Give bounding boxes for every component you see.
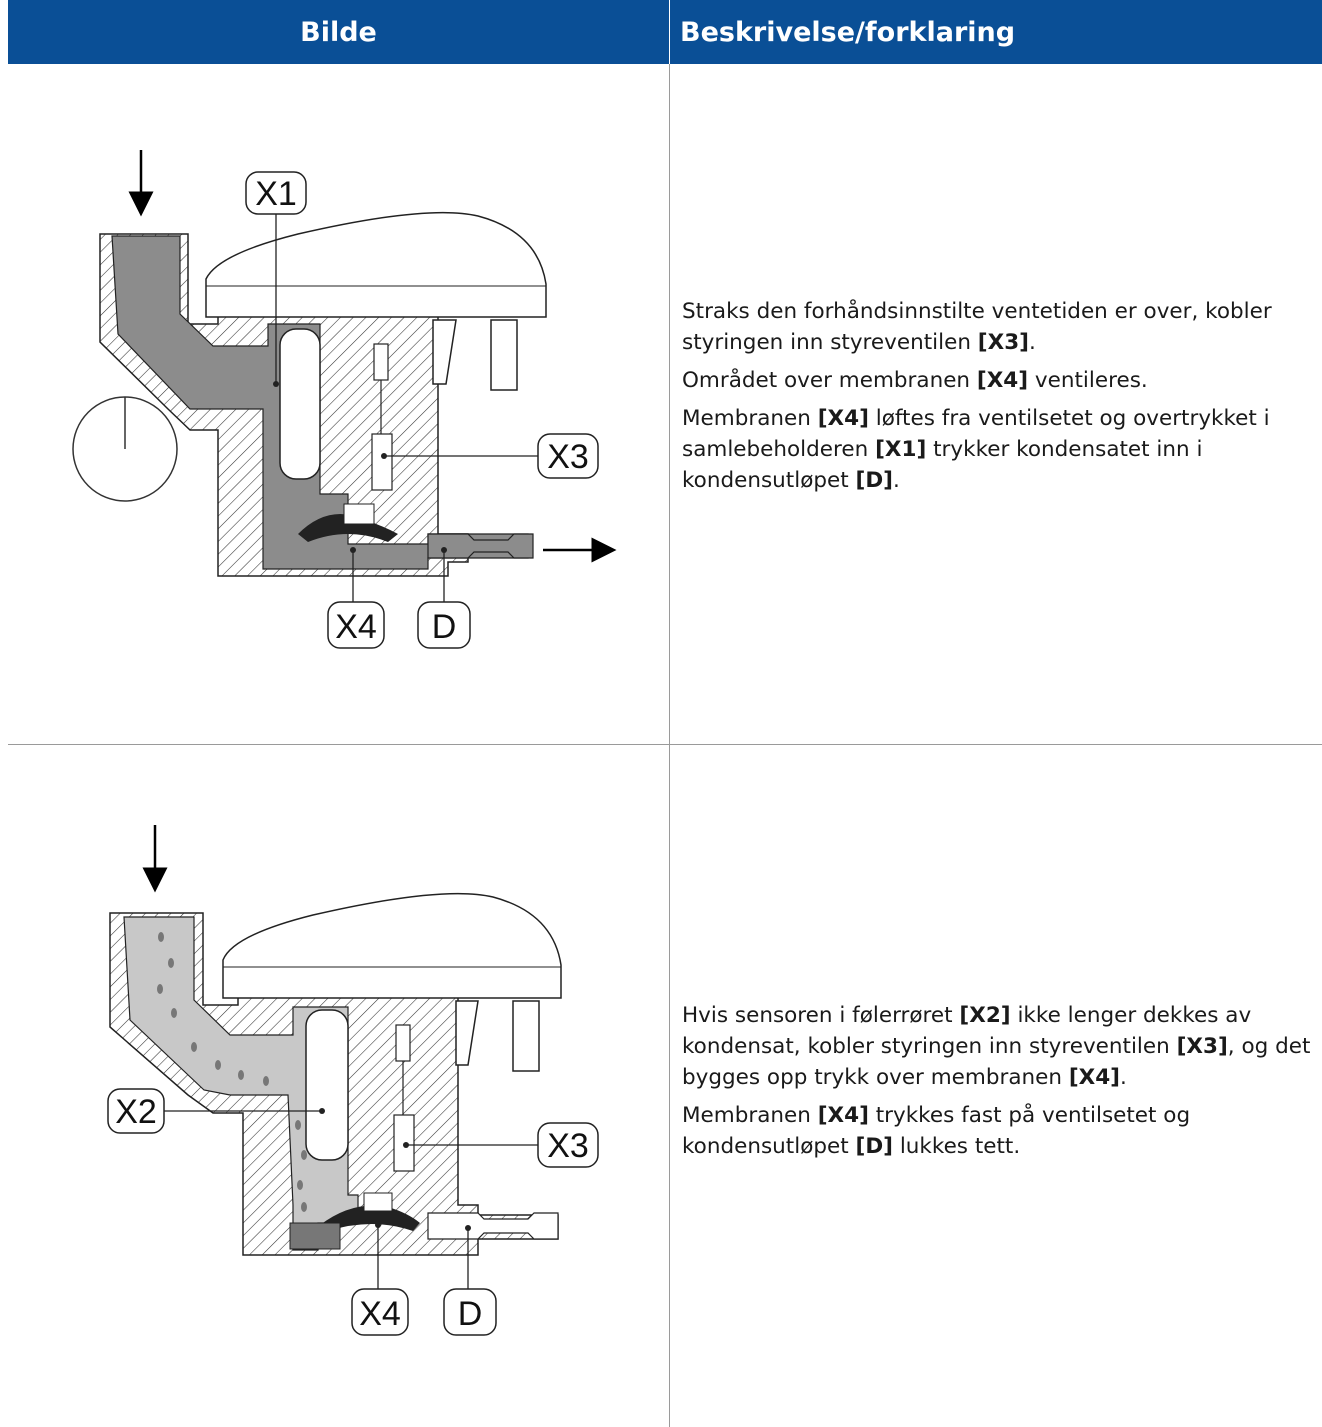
header-separator bbox=[669, 0, 670, 64]
label-x4: X4 bbox=[327, 601, 385, 649]
timer-icon bbox=[72, 396, 178, 502]
row-divider bbox=[8, 744, 1322, 745]
row2-description: Hvis sensoren i følerrøret [X2] ikke len… bbox=[682, 1000, 1322, 1169]
svg-text:X4: X4 bbox=[335, 608, 377, 646]
svg-text:X4: X4 bbox=[359, 1295, 401, 1333]
svg-text:X1: X1 bbox=[255, 175, 297, 213]
svg-text:X3: X3 bbox=[547, 1127, 589, 1165]
description-table: Bilde Beskrivelse/forklaring bbox=[8, 0, 1322, 1427]
header-beskrivelse: Beskrivelse/forklaring bbox=[670, 0, 1322, 64]
svg-text:X2: X2 bbox=[115, 1093, 157, 1131]
label-x3: X3 bbox=[537, 433, 599, 479]
controller-cover bbox=[222, 892, 562, 999]
svg-text:D: D bbox=[458, 1295, 483, 1333]
row1-paragraph-2: Området over membranen [X4] ventileres. bbox=[682, 368, 1148, 393]
row1-paragraph-3: Membranen [X4] løftes fra ventilsetet og… bbox=[682, 406, 1270, 493]
diaphragm bbox=[298, 514, 398, 542]
gas-bubbles bbox=[157, 932, 307, 1212]
label-d: D bbox=[443, 1288, 497, 1336]
svg-text:X3: X3 bbox=[547, 438, 589, 476]
controller-cover bbox=[205, 211, 547, 318]
label-d: D bbox=[417, 601, 471, 649]
column-divider bbox=[669, 64, 670, 1427]
label-x1: X1 bbox=[245, 171, 307, 215]
row2-paragraph-1: Hvis sensoren i følerrøret [X2] ikke len… bbox=[682, 1003, 1311, 1090]
figure-drain-closed: X2 X3 X4 D bbox=[107, 825, 599, 1336]
label-x3: X3 bbox=[537, 1122, 599, 1168]
diaphragm bbox=[320, 1205, 420, 1231]
figure-drain-open: X1 X3 X4 D bbox=[72, 150, 617, 649]
svg-text:D: D bbox=[432, 608, 457, 646]
header-bilde: Bilde bbox=[8, 0, 669, 64]
label-x4: X4 bbox=[351, 1288, 409, 1336]
label-x2: X2 bbox=[107, 1088, 165, 1134]
row1-description: Straks den forhåndsinnstilte ventetiden … bbox=[682, 296, 1322, 503]
row1-paragraph-1: Straks den forhåndsinnstilte ventetiden … bbox=[682, 299, 1272, 355]
row2-paragraph-2: Membranen [X4] trykkes fast på ventilset… bbox=[682, 1103, 1191, 1159]
